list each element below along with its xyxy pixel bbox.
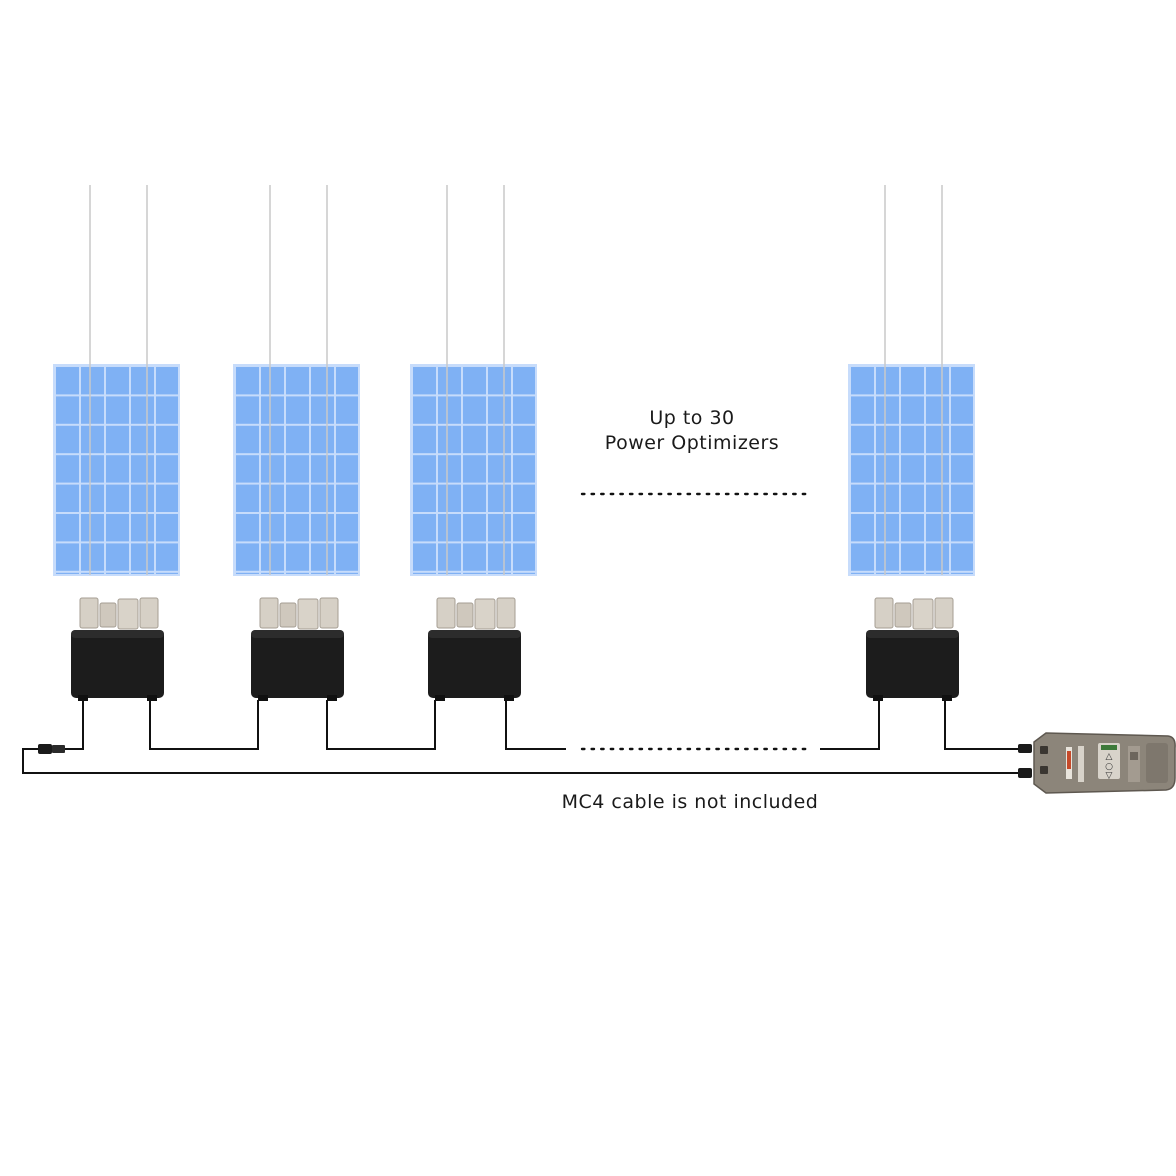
mc4-connector-icon xyxy=(38,744,65,754)
capacity-label-line2: Power Optimizers xyxy=(604,432,780,454)
cable-note-label: MC4 cable is not included xyxy=(561,791,819,813)
capacity-label: Up to 30 Power Optimizers xyxy=(560,406,824,456)
string-cable xyxy=(22,700,1020,774)
solar-panel-icon xyxy=(410,184,537,702)
svg-text:▽: ▽ xyxy=(1106,771,1113,781)
solar-panel-icon xyxy=(53,184,180,702)
solar-panel-icon xyxy=(233,184,360,702)
capacity-label-line1: Up to 30 xyxy=(649,407,735,429)
solar-panel-icon xyxy=(848,184,975,702)
svg-text:○: ○ xyxy=(1105,762,1113,772)
svg-text:△: △ xyxy=(1106,752,1113,762)
handheld-controller-icon: △ ○ ▽ xyxy=(1018,732,1176,794)
